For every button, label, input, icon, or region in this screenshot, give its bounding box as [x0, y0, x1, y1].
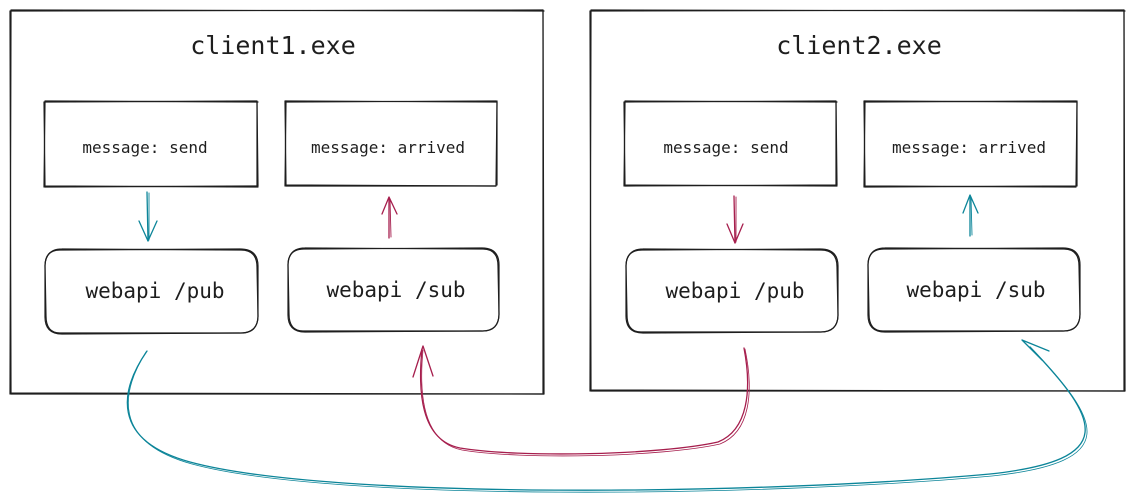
client2-pub-label: webapi /pub	[665, 279, 804, 303]
client1-frame: client1.exe message: send message: arriv…	[9, 9, 545, 395]
client2-arrived-arrow	[962, 194, 979, 237]
client2-pub-box: webapi /pub	[625, 248, 839, 334]
client1-arrived-arrow	[381, 196, 398, 239]
client2-frame: client2.exe message: send message: arriv…	[589, 9, 1126, 392]
client1-title: client1.exe	[190, 31, 356, 60]
client1-sub-label: webapi /sub	[326, 278, 465, 302]
client1-send-label: message: send	[82, 138, 207, 157]
client2-sub-label: webapi /sub	[906, 278, 1045, 302]
client1-send-box: message: send	[43, 100, 259, 188]
client1-arrived-label: message: arrived	[311, 138, 465, 157]
client2-send-box: message: send	[623, 100, 838, 187]
client2-send-label: message: send	[663, 138, 788, 157]
client1-pub-box: webapi /pub	[44, 248, 259, 335]
client1-sub-box: webapi /sub	[287, 247, 500, 333]
client1-arrived-box: message: arrived	[284, 100, 498, 187]
client2-arrived-box: message: arrived	[863, 100, 1078, 188]
client1-pub-label: webapi /pub	[85, 279, 224, 303]
client2-arrived-label: message: arrived	[892, 138, 1046, 157]
client2-send-arrow	[726, 195, 744, 244]
client2-sub-box: webapi /sub	[867, 247, 1081, 333]
client1-send-arrow	[138, 191, 158, 242]
pub1-to-sub2-connector	[126, 339, 1088, 493]
client2-title: client2.exe	[776, 31, 942, 60]
pub2-to-sub1-connector	[412, 345, 750, 457]
